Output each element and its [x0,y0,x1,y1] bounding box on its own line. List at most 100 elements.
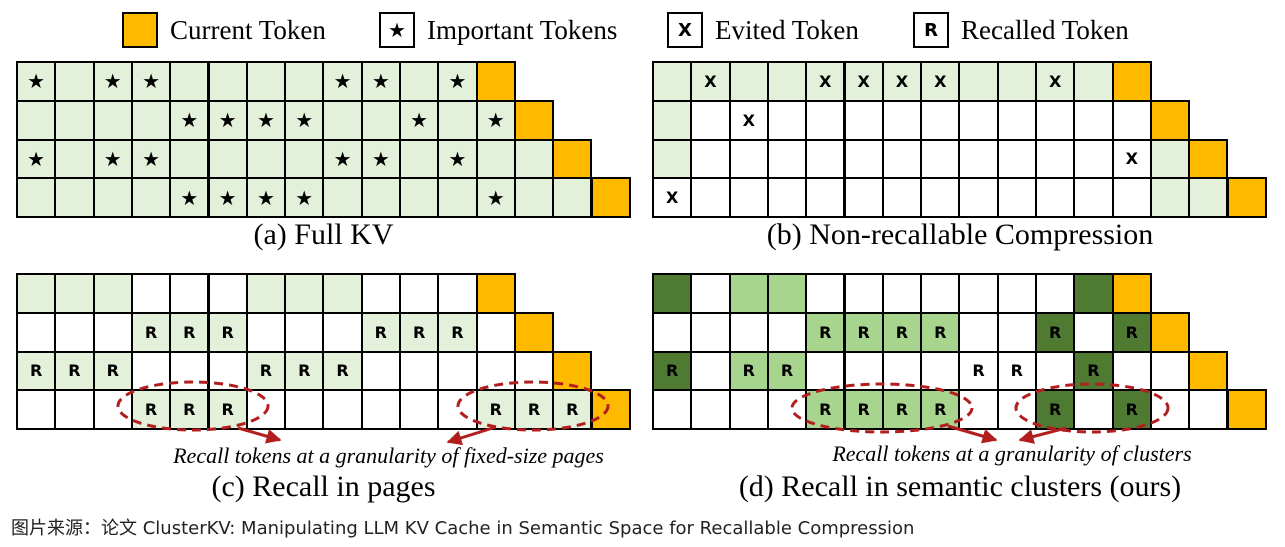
legend-current: Current Token [122,11,326,49]
recalled-r-icon: R [374,322,387,342]
evicted-x-icon: X [665,188,679,208]
kv-cell [766,273,808,314]
kv-cell [130,350,172,392]
recalled-token-cell: R [958,350,999,392]
note-pages: Recall tokens at a granularity of fixed-… [173,443,604,468]
current-token-cell [1149,311,1191,353]
important-token-cell: ★ [437,138,478,180]
important-token-cell: ★ [16,138,57,180]
current-token-cell [513,99,555,141]
kv-cell [805,177,846,218]
kv-cell [843,350,884,392]
kv-cell [996,311,1037,353]
star-icon: ★ [103,69,122,94]
star-icon: ★ [371,146,390,171]
kv-cell [1073,389,1114,430]
recalled-r-icon: R [1125,400,1138,420]
kv-cell [958,99,999,141]
legend-recalled-label: Recalled Token [961,14,1129,45]
star-icon: ★ [218,108,237,133]
kv-cell [728,177,769,218]
kv-cell [881,273,923,314]
kv-cell [920,273,961,314]
recalled-r-icon: R [221,322,234,342]
recalled-r-icon: R [913,12,949,48]
kv-cell [766,138,808,180]
evicted-x-icon: X [742,110,755,130]
kv-cell [284,273,325,314]
kv-cell [843,273,884,314]
evicted-token-cell: X [1111,138,1152,180]
recalled-r-icon: R [144,400,158,420]
recalled-token-cell: R [552,389,593,430]
kv-cell [399,273,440,314]
recalled-token-cell: R [513,389,555,430]
kv-cell [322,311,363,353]
recalled-r-icon: R [221,400,234,420]
kv-cell [690,138,731,180]
source-caption: 图片来源：论文 ClusterKV: Manipulating LLM KV C… [11,518,915,539]
kv-cell [920,138,961,180]
evicted-x-icon: X [667,12,703,48]
kv-cell [92,177,133,218]
star-icon: ★ [142,69,160,94]
kv-cell [652,138,693,180]
kv-cell [1188,177,1229,218]
recalled-token-cell: R [437,311,478,353]
kv-cell [728,138,769,180]
kv-cell [207,273,248,314]
legend-evicted-label: Evited Token [715,14,859,45]
kv-cell [437,389,478,430]
kv-cell [54,61,95,102]
star-icon: ★ [180,108,199,133]
important-token-cell: ★ [92,61,133,102]
evicted-x-icon: X [704,71,717,91]
kv-cell [437,99,478,141]
kv-cell [690,389,731,430]
recalled-token-cell: R [805,311,846,353]
kv-cell [54,273,95,314]
current-token-cell [1188,138,1229,180]
important-token-cell: ★ [475,99,516,141]
recalled-r-icon: R [68,361,81,381]
kv-cell [513,350,555,392]
kv-cell [92,389,133,430]
recalled-token-cell: R [245,350,287,392]
evicted-token-cell: X [652,177,693,218]
kv-cell [996,389,1037,430]
kv-cell [881,350,923,392]
evicted-token-cell: X [805,61,846,102]
kv-cell [16,389,57,430]
star-icon: ★ [27,146,46,171]
kv-cell [843,99,884,141]
kv-cell [728,389,769,430]
kv-cell [360,99,401,141]
evicted-x-icon: X [819,71,832,91]
important-token-cell: ★ [169,99,210,141]
kv-cell [245,311,287,353]
kv-cell [207,350,248,392]
recalled-r-icon: R [1010,361,1023,381]
recalled-r-icon: R [144,322,158,342]
kv-cell [399,138,440,180]
recalled-token-cell: R [728,350,769,392]
important-token-cell: ★ [207,177,248,218]
star-icon: ★ [256,108,275,133]
kv-cell [996,177,1037,218]
recalled-r-icon: R [1125,322,1138,342]
important-token-cell: ★ [360,138,401,180]
kv-cell [245,273,287,314]
current-token-cell [590,177,631,218]
recalled-r-icon: R [1048,400,1062,420]
kv-cell [54,389,95,430]
kv-cell [207,138,248,180]
important-token-cell: ★ [92,138,133,180]
kv-cell [169,138,210,180]
recalled-token-cell: R [1111,311,1152,353]
current-token-cell [552,350,593,392]
recalled-token-cell: R [1111,389,1152,430]
kv-cell [958,61,999,102]
kv-cell [843,177,884,218]
important-token-cell: ★ [130,61,172,102]
